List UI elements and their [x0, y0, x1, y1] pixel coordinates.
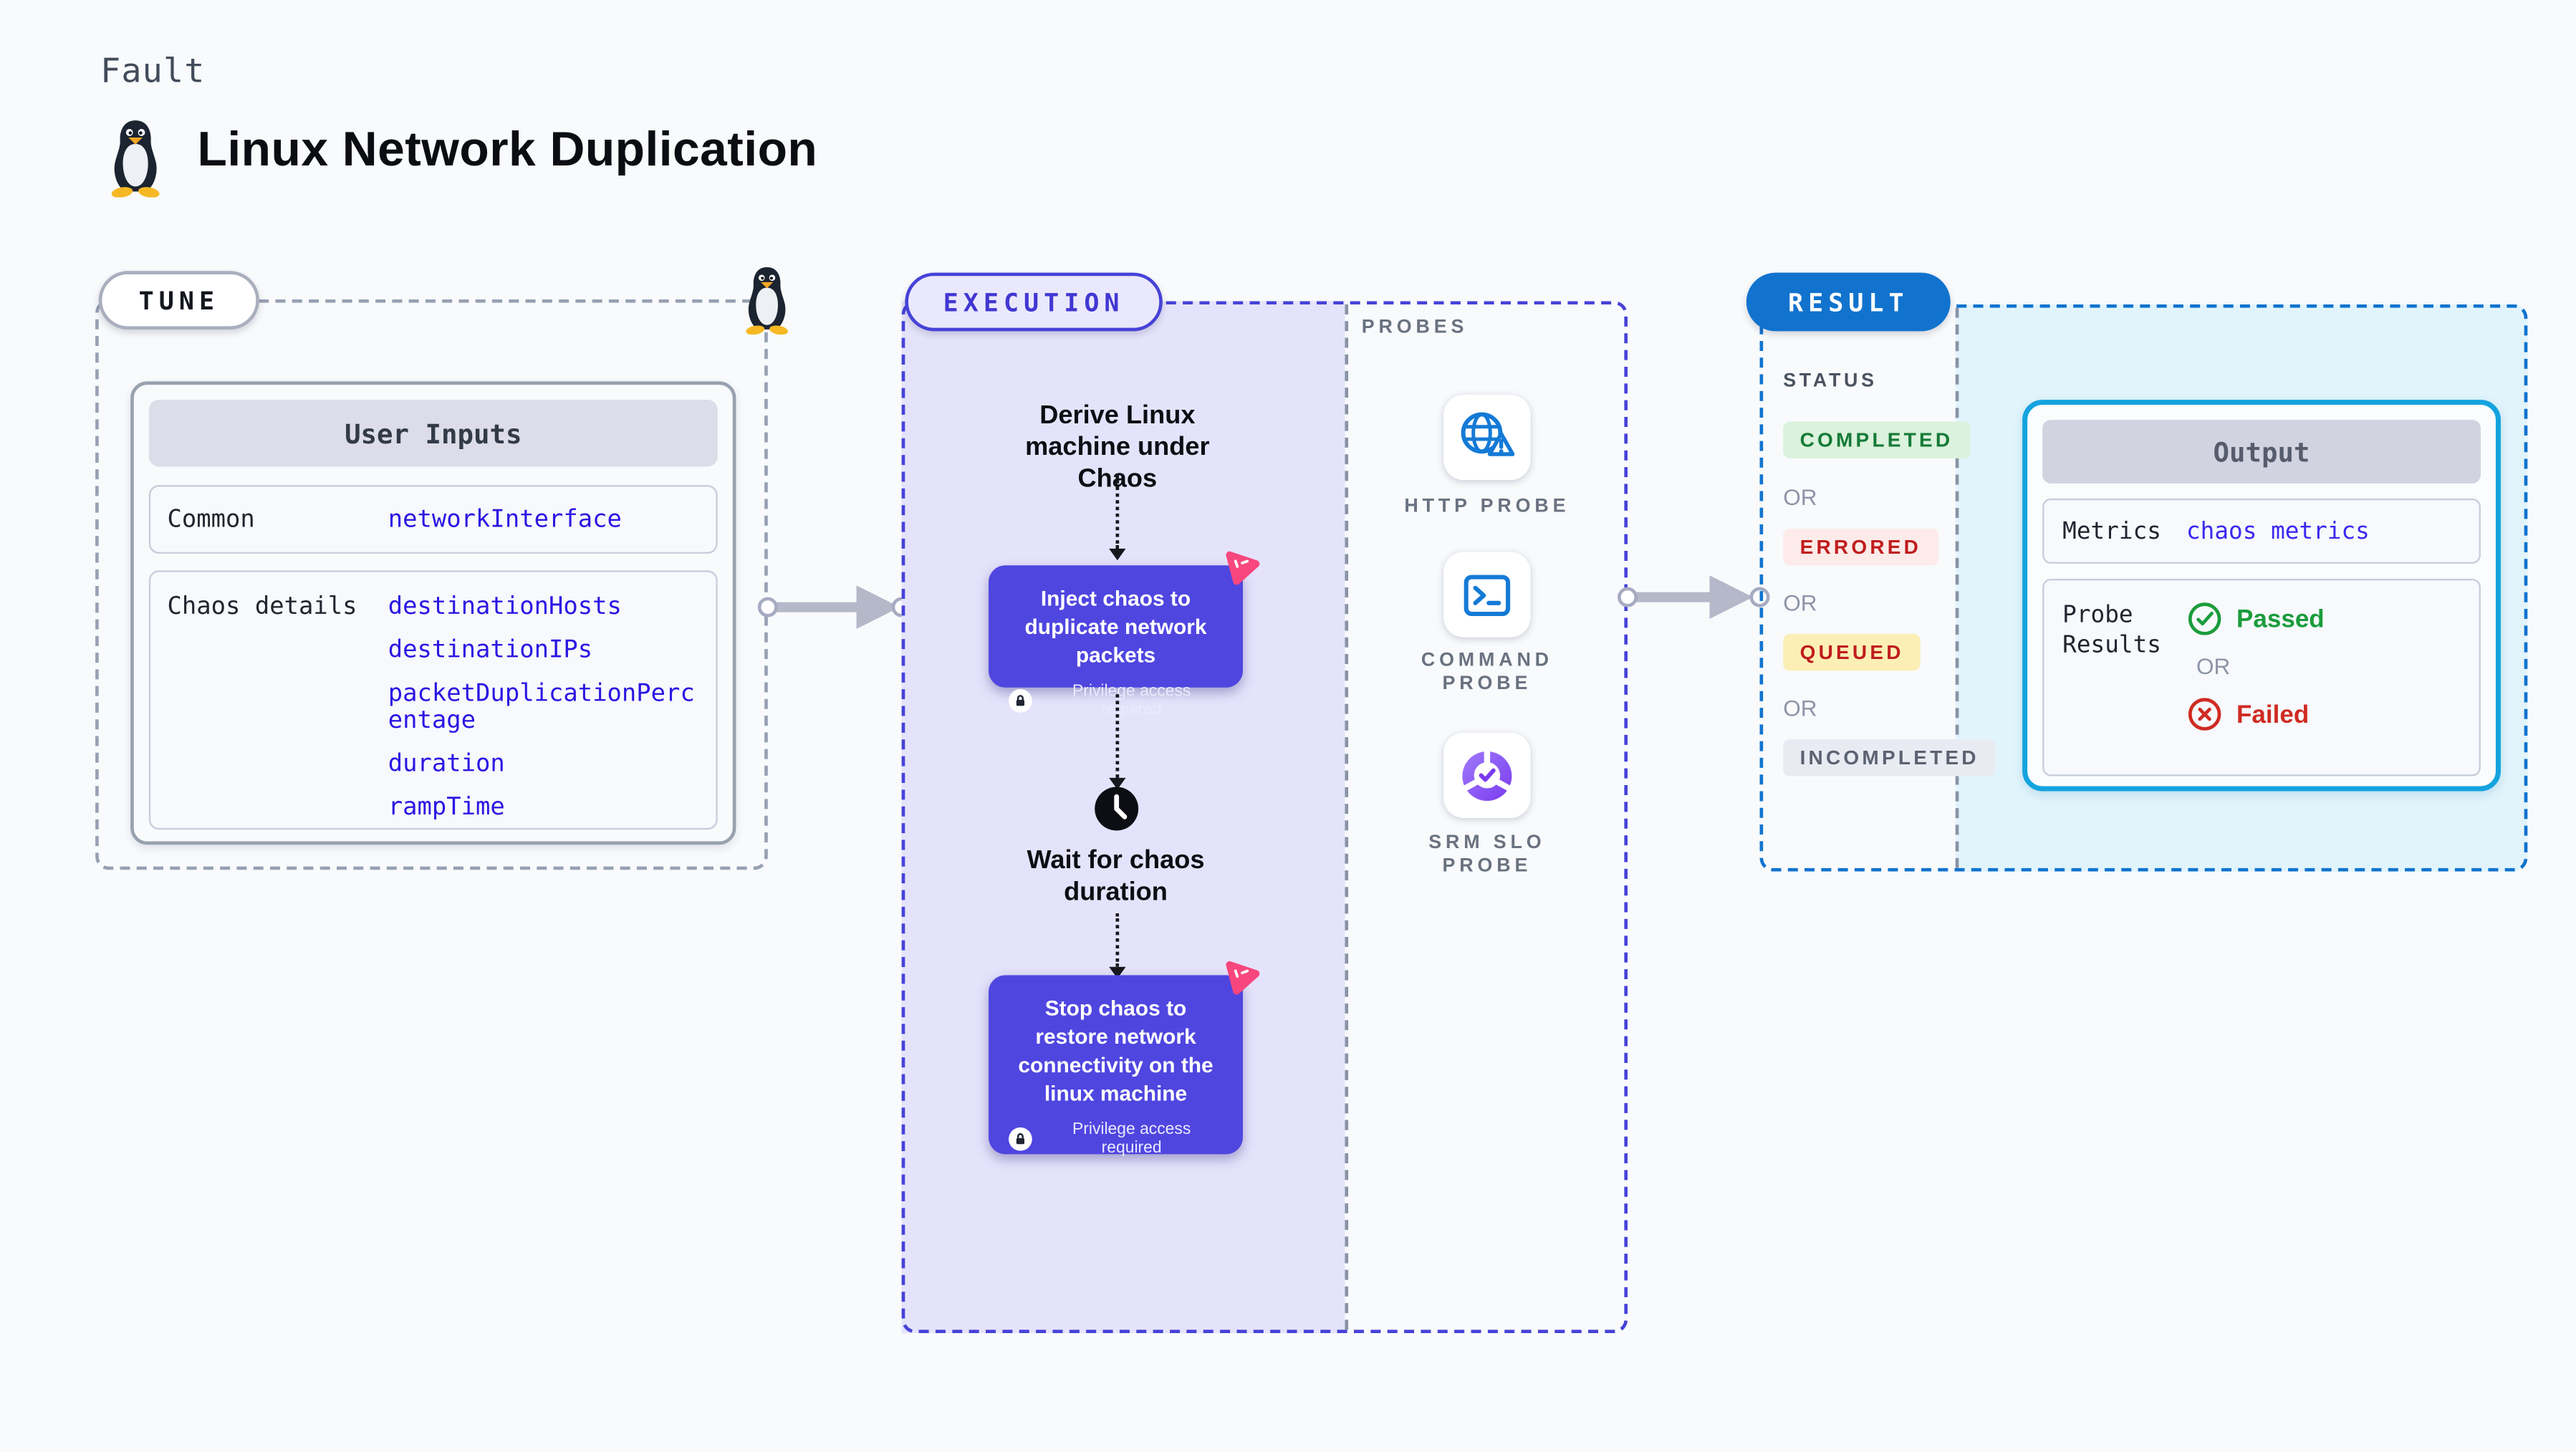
x-circle-icon	[2188, 698, 2221, 731]
terminal-icon	[1464, 574, 1511, 615]
output-title: Output	[2213, 436, 2310, 468]
tune-to-execution-arrow	[772, 602, 860, 612]
result-section-label: RESULT	[1746, 272, 1951, 332]
flow-arrow	[1115, 475, 1120, 549]
result-label-text: RESULT	[1788, 287, 1909, 317]
flow-arrowhead	[1109, 777, 1126, 790]
execution-probes-divider	[1345, 304, 1349, 1330]
result-section-box	[1759, 304, 2528, 872]
status-badge-incompleted: INCOMPLETED	[1783, 739, 1996, 777]
flow-arrow	[1115, 913, 1120, 967]
inject-chaos-text: Inject chaos to duplicate network packet…	[1024, 585, 1207, 668]
input-value: destinationHosts	[388, 593, 622, 621]
probe-results-label: Probe Results	[2062, 602, 2161, 660]
step-wait-duration: Wait for chaos duration	[1027, 846, 1205, 907]
connector-dot	[1618, 587, 1638, 607]
step-derive-machine: Derive Linux machine under Chaos	[1025, 401, 1210, 494]
or-separator: OR	[1783, 590, 1817, 616]
input-row-values: networkInterface	[388, 506, 699, 532]
check-circle-icon	[2188, 602, 2221, 635]
stop-chaos-text: Stop chaos to restore network connectivi…	[1018, 995, 1213, 1106]
slo-donut-icon	[1461, 749, 1513, 800]
input-value: packetDuplicationPercentage	[388, 681, 695, 735]
output-panel: Output Metrics chaos metrics Probe Resul…	[2022, 400, 2501, 792]
input-row-chaos-details: Chaos details destinationHosts destinati…	[148, 570, 718, 830]
metrics-label: Metrics	[2062, 517, 2161, 545]
privilege-note-text: Privilege access required	[1072, 1120, 1191, 1158]
output-row-metrics: Metrics chaos metrics	[2042, 498, 2481, 564]
input-value: destinationIPs	[388, 637, 593, 665]
metrics-value: chaos metrics	[2186, 517, 2370, 545]
probe-results-values: Passed OR Failed	[2186, 600, 2325, 774]
input-row-common: Common networkInterface	[148, 485, 718, 554]
tux-penguin-icon	[111, 120, 160, 198]
tune-section-label: TUNE	[98, 271, 259, 330]
tux-penguin-icon	[746, 267, 788, 335]
execution-label-text: EXECUTION	[943, 287, 1125, 317]
connector-dot	[757, 597, 778, 617]
http-probe-card	[1443, 395, 1531, 481]
probe-passed: Passed	[2186, 600, 2325, 637]
privilege-note: Privilege access required	[1009, 1121, 1223, 1158]
execution-section-box	[901, 301, 1628, 1334]
flow-arrow	[1115, 694, 1120, 778]
input-value: duration	[388, 751, 505, 778]
command-probe-card	[1443, 552, 1531, 638]
chaos-experiment-icon	[1226, 551, 1260, 585]
input-row-label: Chaos details	[167, 593, 357, 621]
output-row-probe-results: Probe Results Passed OR Failed	[2042, 578, 2481, 777]
input-value: rampTime	[388, 794, 505, 822]
or-separator: OR	[1783, 485, 1817, 511]
srm-slo-probe-card	[1443, 732, 1531, 818]
tune-section-box	[95, 299, 768, 870]
probes-column-label: PROBES	[1361, 317, 1469, 338]
clock-icon	[1095, 787, 1139, 831]
result-status-divider	[1955, 307, 1959, 868]
or-separator: OR	[2196, 654, 2231, 680]
status-badge-completed: COMPLETED	[1783, 421, 1970, 458]
lock-icon	[1009, 1127, 1032, 1151]
globe-alert-icon	[1461, 411, 1515, 456]
flow-arrowhead	[1109, 548, 1126, 561]
execution-section-label: EXECUTION	[905, 272, 1163, 332]
stop-chaos-card: Stop chaos to restore network connectivi…	[989, 961, 1260, 1158]
user-inputs-header: User Inputs	[148, 400, 718, 467]
http-probe-label: HTTP PROBE	[1404, 496, 1570, 517]
srm-slo-probe-label: SRM SLO PROBE	[1428, 832, 1546, 877]
status-title: STATUS	[1783, 371, 1878, 392]
lock-icon	[1009, 689, 1032, 713]
inject-chaos-card: Inject chaos to duplicate network packet…	[989, 551, 1260, 719]
privilege-note: Privilege access required	[1009, 683, 1223, 719]
user-inputs-title: User Inputs	[345, 417, 522, 449]
tune-label-text: TUNE	[138, 285, 220, 316]
probe-passed-text: Passed	[2236, 605, 2325, 633]
input-value: networkInterface	[388, 506, 622, 533]
execution-to-result-arrowhead	[1709, 575, 1754, 619]
probe-failed: Failed	[2186, 696, 2325, 732]
probe-failed-text: Failed	[2236, 700, 2310, 729]
privilege-note-text: Privilege access required	[1072, 682, 1191, 720]
command-probe-label: COMMAND PROBE	[1421, 650, 1553, 695]
page-title: Linux Network Duplication	[197, 123, 818, 178]
or-separator: OR	[1783, 696, 1817, 721]
input-row-values: destinationHosts destinationIPs packetDu…	[388, 594, 699, 828]
chaos-experiment-icon	[1226, 961, 1260, 995]
status-badge-errored: ERRORED	[1783, 528, 1938, 566]
execution-to-result-arrow	[1633, 592, 1714, 602]
output-header: Output	[2042, 420, 2481, 484]
fault-kicker: Fault	[100, 50, 206, 91]
status-badge-queued: QUEUED	[1783, 634, 1921, 671]
input-row-label: Common	[167, 506, 255, 533]
user-inputs-panel: User Inputs Common networkInterface Chao…	[130, 381, 736, 845]
